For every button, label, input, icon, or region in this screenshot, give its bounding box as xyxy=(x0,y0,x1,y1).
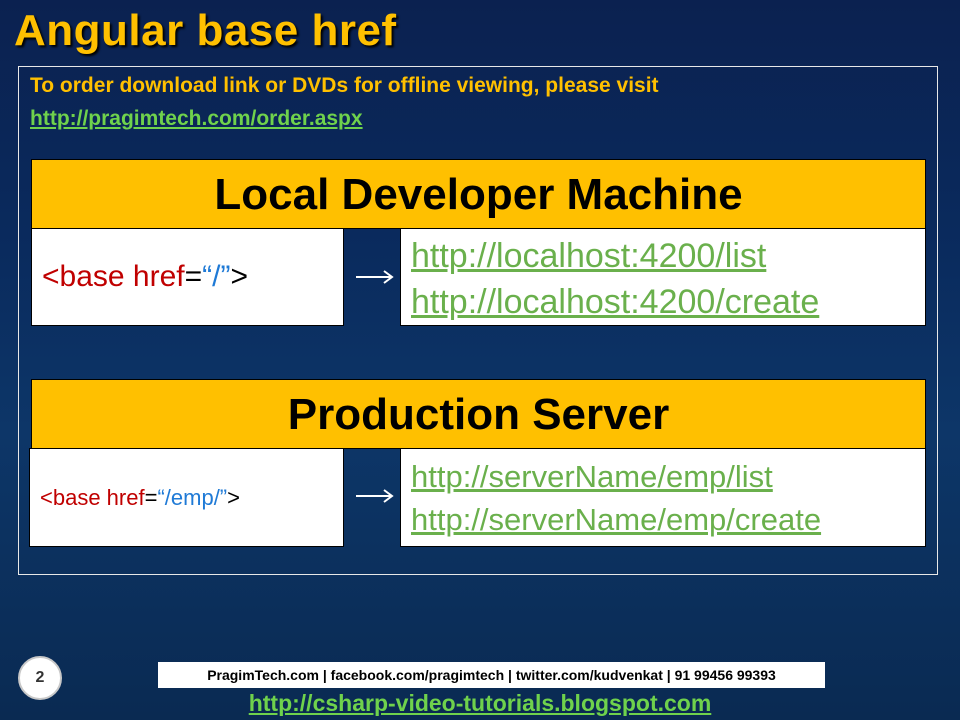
local-url-box: http://localhost:4200/list http://localh… xyxy=(400,228,926,326)
code-equals: = xyxy=(184,260,203,293)
local-code-box: <base href=“/”> xyxy=(31,228,344,326)
code-attr: href xyxy=(106,485,145,510)
page-number-badge: 2 xyxy=(18,656,62,700)
code-equals: = xyxy=(144,485,158,510)
production-url-create[interactable]: http://serverName/emp/create xyxy=(411,502,822,537)
code-tag-close: > xyxy=(230,260,249,293)
local-base-href-code: <base href=“/”> xyxy=(42,260,248,294)
production-url-list[interactable]: http://serverName/emp/list xyxy=(411,459,773,494)
code-value: “/emp/” xyxy=(157,485,228,510)
local-url-list[interactable]: http://localhost:4200/list xyxy=(411,237,767,275)
code-tag-open: <base xyxy=(42,260,133,293)
local-developer-heading: Local Developer Machine xyxy=(31,159,926,229)
right-arrow-icon xyxy=(356,489,394,503)
production-code-box: <base href=“/emp/”> xyxy=(29,448,344,547)
content-frame xyxy=(18,66,938,575)
code-attr: href xyxy=(132,260,185,293)
contact-bar: PragimTech.com | facebook.com/pragimtech… xyxy=(158,662,825,688)
order-link[interactable]: http://pragimtech.com/order.aspx xyxy=(30,107,363,130)
right-arrow-icon xyxy=(356,270,394,284)
slide-title: Angular base href xyxy=(14,6,397,55)
order-text: To order download link or DVDs for offli… xyxy=(30,74,659,97)
local-url-create[interactable]: http://localhost:4200/create xyxy=(411,283,820,321)
blog-link[interactable]: http://csharp-video-tutorials.blogspot.c… xyxy=(248,690,712,716)
production-url-box: http://serverName/emp/list http://server… xyxy=(400,448,926,547)
code-tag-close: > xyxy=(227,485,240,510)
production-server-heading: Production Server xyxy=(31,379,926,449)
production-base-href-code: <base href=“/emp/”> xyxy=(40,485,240,511)
code-tag-open: <base xyxy=(40,485,107,510)
code-value: “/” xyxy=(202,260,231,293)
